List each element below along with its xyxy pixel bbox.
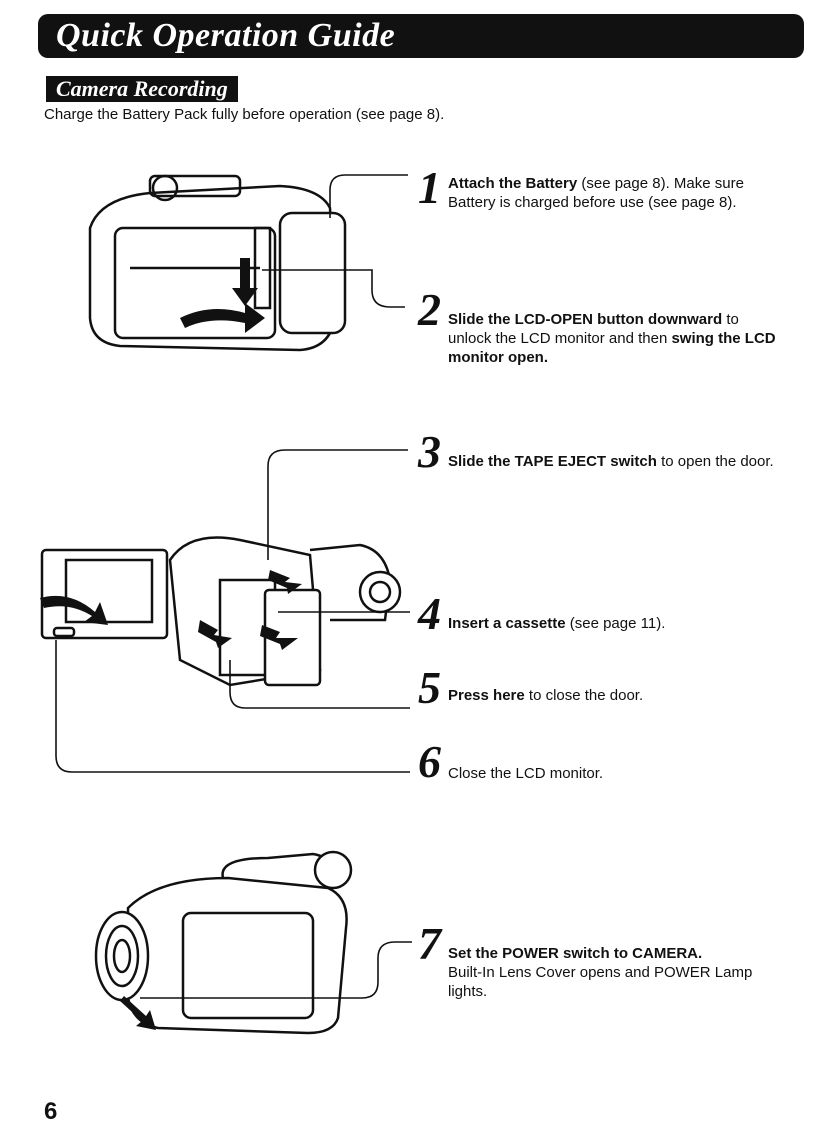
step-5-number: 5 [418, 662, 441, 713]
step-5-rest: to close the door. [524, 687, 644, 704]
step-6: 6 Close the LCD monitor. [418, 736, 798, 787]
step-4: 4 Insert a cassette (see page 11). [418, 588, 798, 639]
step-6-number: 6 [418, 736, 441, 787]
step-2: 2 Slide the LCD-OPEN button downward to … [418, 284, 798, 378]
step-6-text: Close the LCD monitor. [448, 765, 604, 782]
camcorder-front-illustration [94, 850, 353, 1035]
step-5: 5 Press here to close the door. [418, 662, 798, 713]
step-2-text: Slide the LCD-OPEN button downward to un… [448, 310, 778, 367]
step-3-rest: to open the door. [656, 453, 774, 470]
step-1: 1 Attach the Battery (see page 8). Make … [418, 162, 798, 226]
page-number: 6 [44, 1098, 58, 1125]
step-3: 3 Slide the TAPE EJECT switch to open th… [418, 426, 798, 490]
step-7: 7 Set the POWER switch to CAMERA. Built-I… [418, 918, 798, 1012]
step-3-bold: Slide the TAPE EJECT switch [448, 453, 657, 470]
step-4-text: Insert a cassette (see page 11). [448, 614, 788, 633]
step-7-text: Set the POWER switch to CAMERA. Built-In … [448, 944, 788, 1001]
step-1-bold: Attach the Battery [448, 175, 578, 192]
step-4-bold: Insert a cassette [448, 615, 566, 632]
title-bar [38, 14, 804, 58]
section-heading: Camera Recording [46, 76, 238, 102]
step-2-bold-b: swing the LCD monitor open. [448, 330, 776, 366]
step-5-text: Press here to close the door. [448, 686, 788, 705]
camcorder-cassette-illustration [40, 536, 402, 687]
step-1-number: 1 [418, 162, 441, 213]
step-1-text: Attach the Battery (see page 8). Make su… [448, 174, 788, 212]
page-title: Quick Operation Guide [56, 17, 396, 54]
step-3-number: 3 [418, 426, 441, 477]
step-7-number: 7 [418, 918, 441, 969]
step-4-number: 4 [418, 588, 441, 639]
step-1-rest: (see page 8). Make sure Battery is charg… [448, 175, 744, 211]
step-5-bold: Press here [448, 687, 525, 704]
step-7-bold: Set the POWER switch to CAMERA. [448, 945, 703, 962]
step-7-rest: Built-In Lens Cover opens and POWER Lamp… [448, 964, 753, 1000]
step-2-mid: to unlock the LCD monitor and then [448, 311, 739, 347]
intro-text: Charge the Battery Pack fully before ope… [44, 106, 445, 123]
camcorder-battery-illustration [88, 174, 347, 352]
step-2-number: 2 [418, 284, 441, 335]
step-3-text: Slide the TAPE EJECT switch to open the … [448, 452, 788, 471]
step-2-bold-a: Slide the LCD-OPEN button downward [448, 311, 723, 328]
step-4-rest: (see page 11). [565, 615, 666, 632]
